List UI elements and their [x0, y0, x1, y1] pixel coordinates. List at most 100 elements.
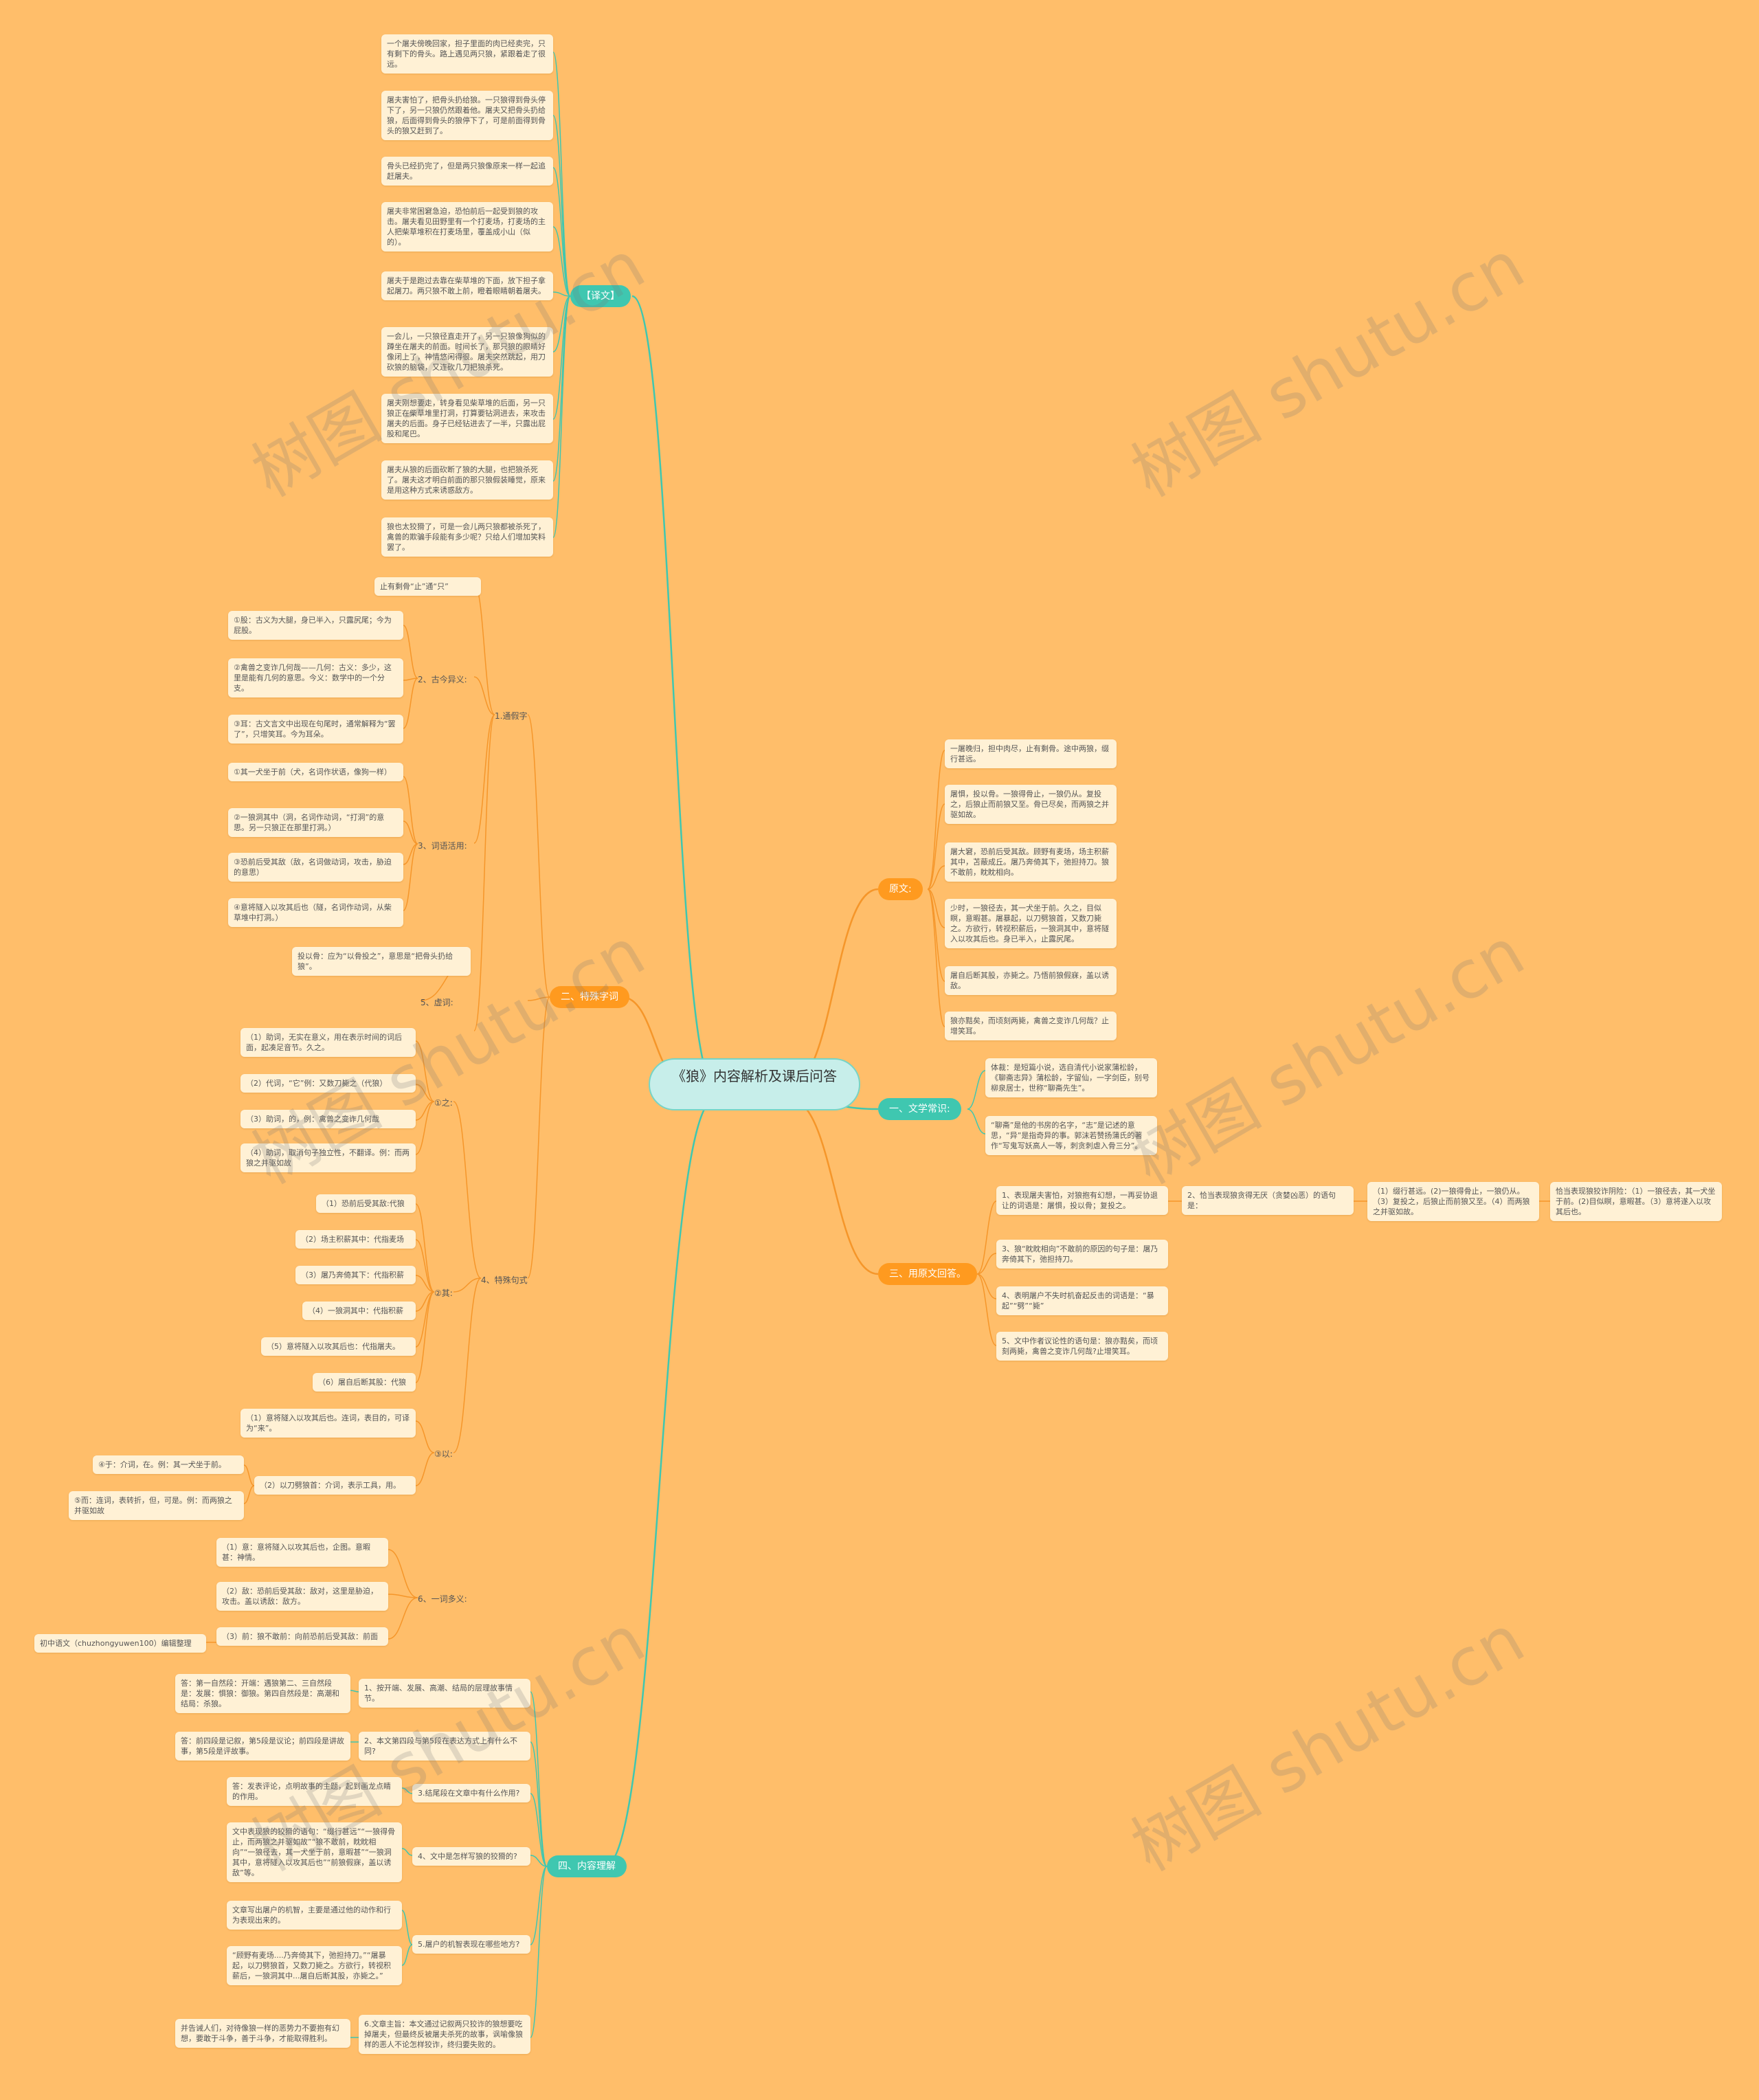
qi-item: （1）恐前后受其敌:代狼	[316, 1194, 416, 1213]
cilei-item: ②一狼洞其中（洞，名词作动词，“打洞”的意思。另一只狼正在那里打洞。）	[228, 808, 403, 837]
pingwen-item: 骨头已经扔完了，但是两只狼像原来一样一起追赶屠夫。	[381, 157, 553, 186]
connector-line	[350, 1690, 359, 1693]
zhi-item: （2）代词，“它”例：又数刀毙之（代狼）	[240, 1074, 416, 1093]
connector-line	[401, 1848, 413, 1856]
connector-line	[453, 1101, 482, 1279]
changshi-item: “聊斋”是他的书房的名字，“志”是记述的意思，“异”是指奇异的事。郭沫若赞扬蒲氏…	[985, 1116, 1157, 1155]
gujin-item: ③耳：古文言文中出现在句尾时，通常解释为“罢了”，只增笑耳。今为耳朵。	[228, 715, 403, 744]
duoyi-credit: 初中语文（chuzhongyuwen100）编辑整理	[34, 1634, 206, 1653]
juzi-qi-label: ②其:	[434, 1288, 453, 1298]
duoyi-item: （2）敌：恐前后受其敌：敌对，这里是胁迫，攻击。盖以诱敌：敌方。	[216, 1582, 388, 1611]
connector-line	[552, 295, 571, 538]
pingwen-item: 一个屠夫傍晚回家，担子里面的肉已经卖完，只有剩下的骨头。路上遇见两只狼，紧跟着走…	[381, 34, 553, 74]
yi-item: （1）意将隧入以攻其后也。连词，表目的，可译为“来”。	[240, 1409, 416, 1438]
connector-line	[927, 889, 945, 928]
branch-teshu[interactable]: 二、特殊字词	[550, 986, 629, 1008]
connector-line	[415, 1101, 435, 1155]
yi-sub-item: ④于：介词，在。例：其一犬坐于前。	[93, 1455, 244, 1474]
connector-line	[927, 889, 945, 982]
cilei-item: ④意将隧入以攻其后也（隧，名词作动词，从柴草堆中打洞。）	[228, 898, 403, 927]
qi-item: （2）场主积薪其中：代指麦场	[295, 1230, 416, 1249]
huida-q2a: （1）缀行甚远。(2)一狼得骨止，一狼仍从。（3）复投之，后狼止而前狼又至。（4…	[1367, 1182, 1539, 1221]
yuanwen-item: 少时，一狼径去，其一犬坐于前。久之，目似瞑，意暇甚。屠暴起，以刀劈狼首，又数刀毙…	[945, 899, 1117, 948]
yuanwen-item: 屠自后断其股，亦毙之。乃悟前狼假寐，盖以诱敌。	[945, 966, 1117, 995]
pingwen-item: 屠夫从狼的后面砍断了狼的大腿，也把狼杀死了。屠夫这才明白前面的那只狼假装睡觉，原…	[381, 460, 553, 500]
connector-line	[473, 676, 495, 715]
connector-line	[401, 1910, 413, 1945]
connector-line	[243, 1464, 255, 1486]
connector-line	[789, 888, 879, 1086]
branch-huida[interactable]: 三、用原文回答。	[878, 1263, 977, 1285]
root-topic[interactable]: 《狼》内容解析及课后问答	[649, 1058, 860, 1110]
connector-line	[388, 1594, 418, 1598]
connector-line	[604, 1098, 715, 1868]
connector-line	[403, 625, 418, 679]
connector-line	[415, 1239, 435, 1293]
zhi-item: （3）助词，的，例：禽兽之变诈几何哉	[240, 1110, 416, 1128]
zhi-item: （1）助词，无实在意义，用在表示时间的词后面，起凑足音节。久之。	[240, 1028, 416, 1057]
yuanwen-item: 狼亦黠矣，而顷刻两毙，禽兽之变诈几何哉？止增笑耳。	[945, 1012, 1117, 1040]
connector-line	[473, 714, 495, 1031]
huida-item: 5、文中作者议论性的语句是：狼亦黠矣，而顷刻两毙，禽兽之变诈几何哉?止增笑耳。	[996, 1332, 1168, 1361]
connector-line	[631, 295, 715, 1086]
changshi-item: 体裁：是短篇小说，选自清代小说家蒲松龄，《聊斋志异》蒲松龄，字留仙，一字剑臣，别…	[985, 1058, 1157, 1097]
branch-changshi[interactable]: 一、文学常识:	[878, 1098, 961, 1120]
neirong-answer: 答：前四段是记叙，第5段是议论；前四段是讲故事，第5段是评故事。	[175, 1732, 350, 1761]
connector-line	[527, 714, 550, 998]
connector-line	[552, 295, 571, 353]
connector-line	[473, 714, 495, 844]
neirong-answer: 答：发表评论，点明故事的主题，起到画龙点睛的作用。	[227, 1777, 402, 1806]
connector-line	[976, 1273, 997, 1299]
teshu-duoyi-label: 6、一词多义:	[418, 1594, 467, 1604]
xuci-item: 投以骨：应为“以骨投之”，意思是“把骨头扔给狼”。	[292, 947, 471, 976]
connector-line	[243, 1485, 255, 1504]
connector-line	[527, 996, 550, 1279]
connector-line	[530, 1855, 548, 1867]
yuanwen-item: 屠惧，投以骨。一狼得骨止，一狼仍从。复投之，后狼止而前狼又至。骨已尽矣，而两狼之…	[945, 785, 1117, 824]
duoyi-item: （1）意：意将隧入以攻其后也，企图。意暇甚：神情。	[216, 1538, 388, 1567]
connector-line	[415, 1420, 435, 1453]
connector-line	[530, 1866, 548, 2038]
connector-line	[552, 115, 571, 297]
connector-line	[415, 1203, 435, 1293]
pingwen-item: 一会儿，一只狼径直走开了，另一只狼像狗似的蹲坐在屠夫的前面。时间长了，那只狼的眼…	[381, 327, 553, 377]
yi-item: （2）以刀劈狼首：介词，表示工具，用。	[254, 1476, 416, 1495]
connector-line	[530, 1741, 548, 1867]
pingwen-item: 屠夫刚想要走，转身看见柴草堆的后面，另一只狼正在柴草堆里打洞，打算要钻洞进去，来…	[381, 394, 553, 443]
connector-line	[927, 865, 945, 890]
connector-line	[530, 1691, 548, 1867]
gujin-item: ②禽兽之变诈几何哉——几何：古义：多少，这里是能有几何的意思。今义：数学中的一个…	[228, 658, 403, 697]
connector-line	[415, 1452, 435, 1486]
connector-line	[388, 1549, 418, 1598]
teshu-juzi-label: 4、特殊句式	[481, 1275, 528, 1285]
connector-line	[403, 776, 418, 845]
neirong-answer: “顾野有麦场....乃奔倚其下，弛担持刀。”“屠暴起，以刀劈狼首，又数刀毙之。方…	[227, 1946, 402, 1985]
connector-line	[403, 678, 418, 729]
pingwen-item: 狼也太狡猾了，可是一会儿两只狼都被杀死了，禽兽的欺骗手段能有多少呢？只给人们增加…	[381, 517, 553, 557]
branch-yuanwen[interactable]: 原文:	[878, 878, 923, 900]
neirong-answer: 文章写出屠户的机智，主要是通过他的动作和行为表现出来的。	[227, 1901, 402, 1930]
neirong-answer: 文中表现狼的狡猾的语句：“缀行甚远”“一狼得骨止，而两狼之并驱如故”“狼不敢前，…	[227, 1822, 402, 1882]
connector-line	[415, 1084, 435, 1102]
connector-line	[976, 1273, 997, 1346]
connector-line	[453, 1277, 482, 1453]
connector-line	[415, 1101, 435, 1121]
branch-pingwen[interactable]: 【译文】	[570, 285, 631, 307]
neirong-question: 6.文章主旨：本文通过记叙两只狡诈的狼想要吃掉屠夫，但最终反被屠夫杀死的故事，讽…	[359, 2015, 530, 2054]
cilei-item: ①其一犬坐于前（犬，名词作状语，像狗一样）	[228, 763, 403, 781]
teshu-tongjia-label: 1.通假字	[495, 711, 528, 721]
connector-line	[789, 1098, 879, 1275]
juzi-zhi-label: ①之:	[434, 1098, 453, 1108]
connector-line	[388, 1597, 418, 1640]
teshu-xuci-label: 5、虚词:	[421, 998, 453, 1007]
neirong-question: 4、文中是怎样写狼的狡猾的?	[412, 1847, 530, 1866]
yuanwen-item: 屠大窘，恐前后受其敌。顾野有麦场，场主积薪其中，苫蔽成丘。屠乃奔倚其下，弛担持刀…	[945, 842, 1117, 882]
neirong-question: 5.屠户的机智表现在哪些地方?	[412, 1935, 530, 1954]
branch-neirong[interactable]: 四、内容理解	[547, 1855, 627, 1877]
connector-line	[552, 167, 571, 297]
connector-line	[976, 1200, 997, 1275]
connector-line	[401, 1944, 413, 1966]
qi-item: （4）一狼洞其中：代指积薪	[302, 1302, 416, 1320]
huida-item: 3、狼“眈眈相向”不敢前的原因的句子是：屠乃奔倚其下，弛担持刀。	[996, 1240, 1168, 1269]
neirong-question: 2、本文第四段与第5段在表达方式上有什么不同?	[359, 1732, 530, 1761]
